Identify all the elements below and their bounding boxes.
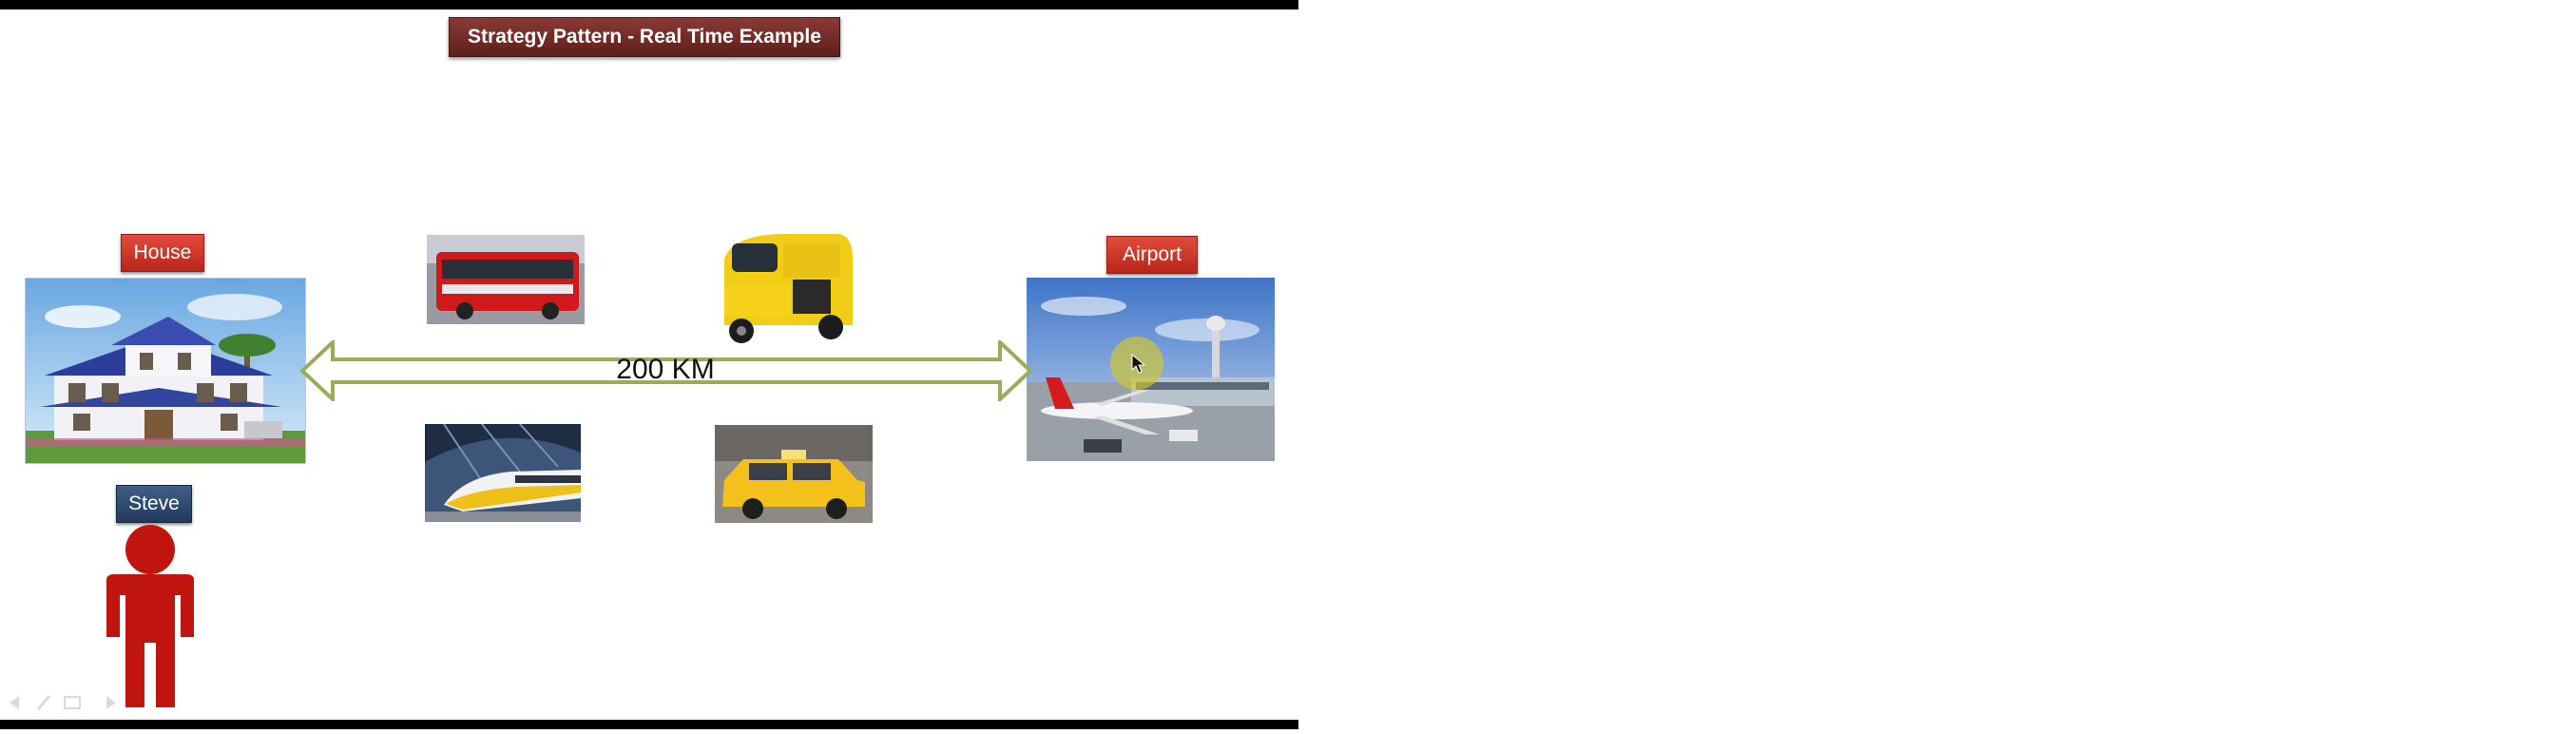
mouse-pointer-icon (1131, 354, 1146, 374)
double-arrow-icon (300, 340, 1032, 401)
airport-label: Airport (1106, 236, 1198, 274)
person-icon (106, 525, 194, 707)
train-image (425, 424, 581, 522)
distance-label: 200 KM (616, 354, 715, 385)
pen-icon[interactable] (36, 695, 51, 710)
house-label: House (121, 234, 204, 272)
previous-slide-icon[interactable] (10, 696, 19, 709)
house-image (25, 278, 306, 464)
slideshow-toolbar[interactable] (6, 692, 120, 713)
top-border (0, 0, 1298, 10)
taxi-image (715, 425, 873, 523)
next-slide-icon[interactable] (106, 696, 116, 709)
person-label: Steve (116, 485, 192, 523)
auto-rickshaw-image (715, 230, 857, 348)
bus-image (427, 235, 585, 324)
bottom-border (0, 720, 1298, 729)
slide-title: Strategy Pattern - Real Time Example (449, 17, 840, 57)
slide: Strategy Pattern - Real Time Example Hou… (0, 0, 1298, 729)
menu-icon[interactable] (64, 696, 81, 709)
